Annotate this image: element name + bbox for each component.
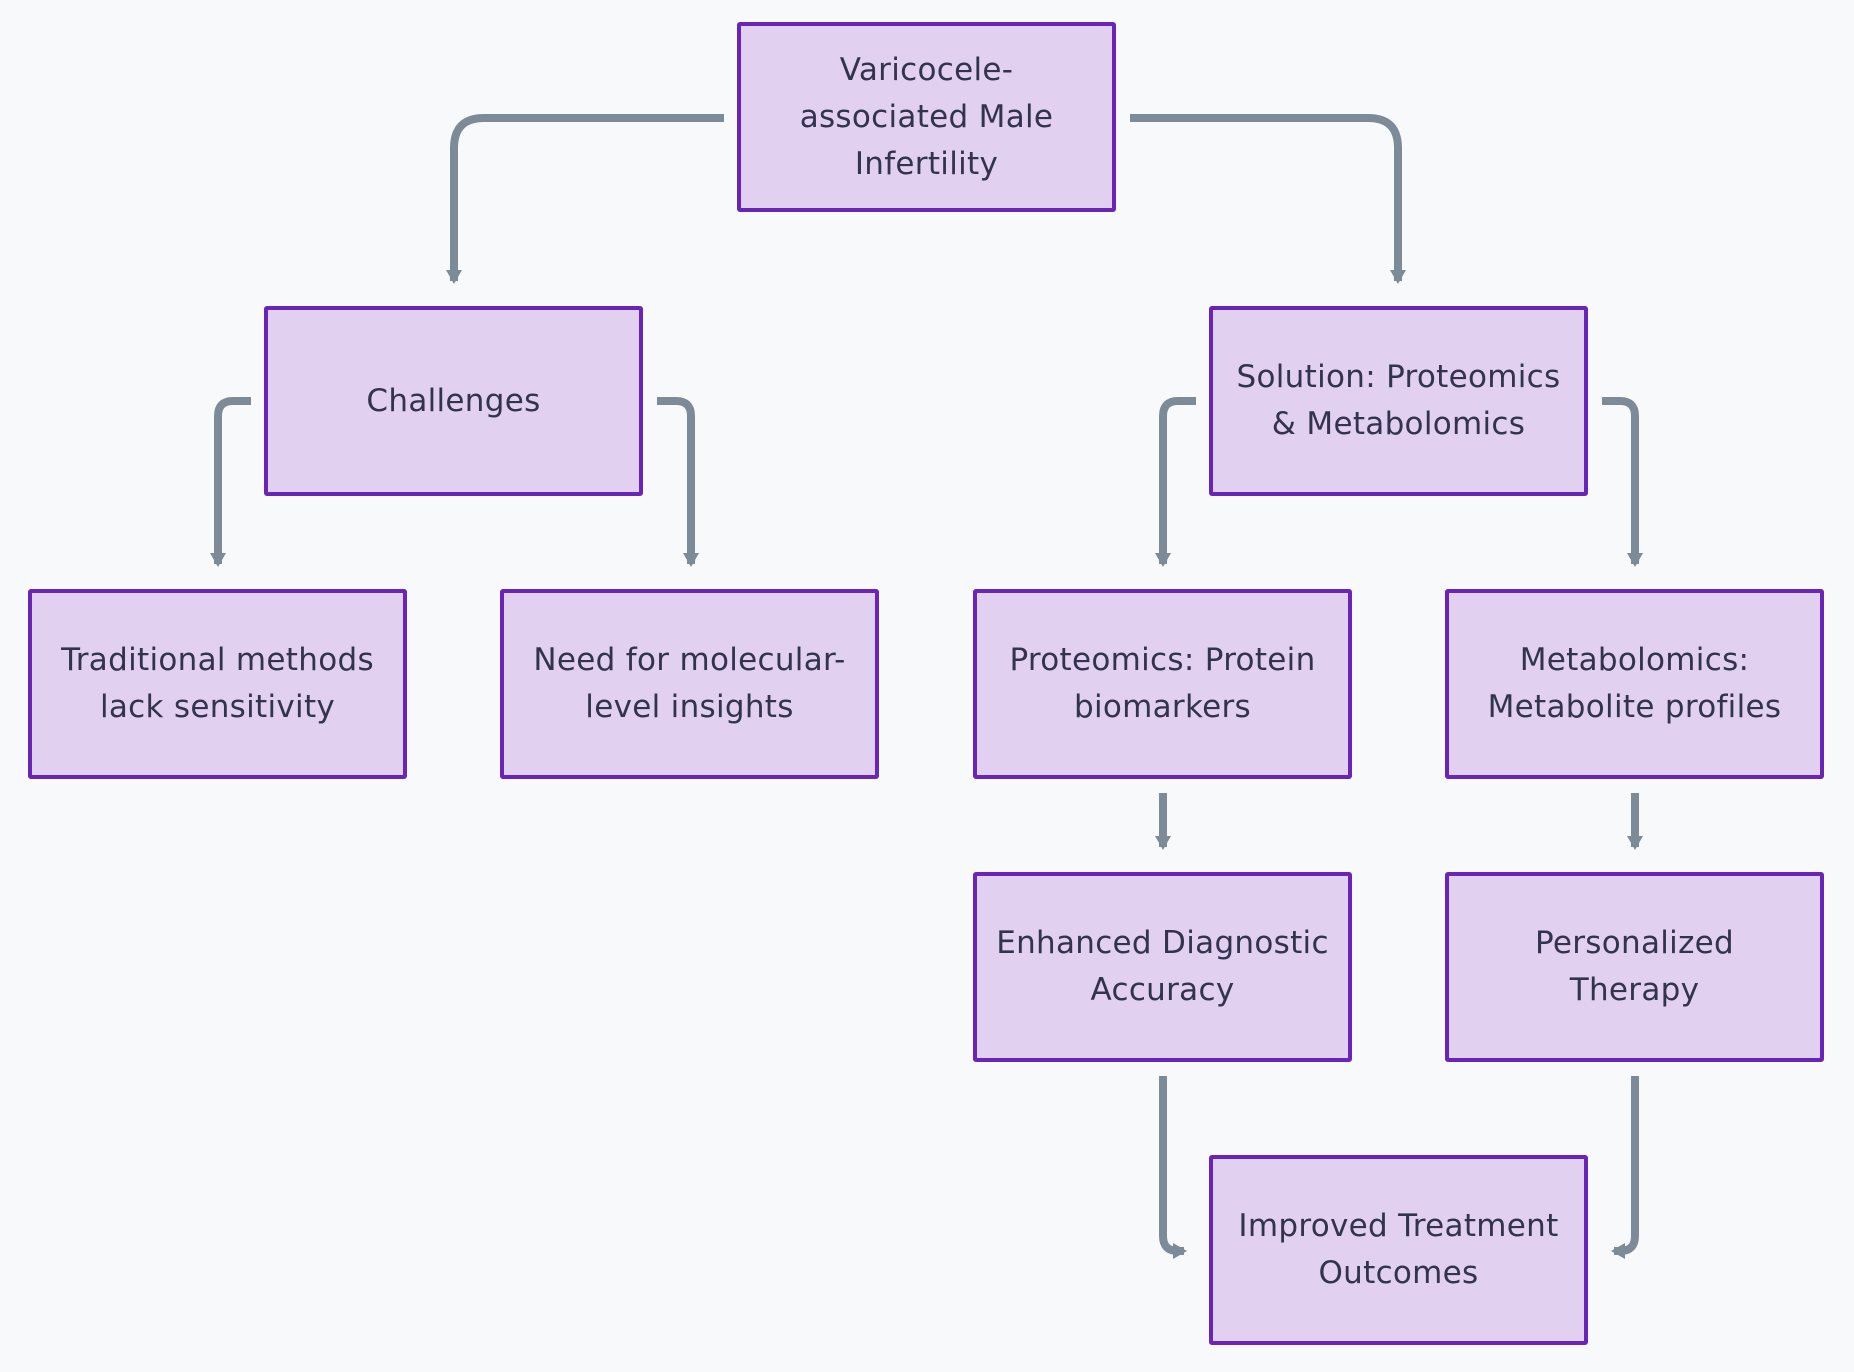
edge-root-to-solution — [1130, 114, 1406, 284]
node-label: Solution: Proteomics & Metabolomics — [1236, 359, 1561, 442]
node-label: Varicocele-associated Male Infertility — [799, 51, 1054, 182]
node-proteomics-biomarkers: Proteomics: Protein biomarkers — [973, 589, 1352, 779]
edge-challenges-to-need — [657, 397, 699, 567]
node-molecular-insights: Need for molecular-level insights — [500, 589, 879, 779]
node-improved-treatment-outcomes: Improved Treatment Outcomes — [1209, 1155, 1588, 1345]
node-label: Enhanced Diagnostic Accuracy — [996, 925, 1329, 1008]
node-metabolomics-profiles: Metabolomics: Metabolite profiles — [1445, 589, 1824, 779]
node-traditional-methods: Traditional methods lack sensitivity — [28, 589, 407, 779]
node-solution-proteomics-metabolomics: Solution: Proteomics & Metabolomics — [1209, 306, 1588, 496]
node-label: Challenges — [366, 382, 541, 419]
node-label: Improved Treatment Outcomes — [1238, 1208, 1559, 1291]
edge-solution-to-proteomics — [1155, 397, 1196, 567]
node-enhanced-diagnostic-accuracy: Enhanced Diagnostic Accuracy — [973, 872, 1352, 1062]
node-label: Personalized Therapy — [1534, 925, 1734, 1008]
node-label: Metabolomics: Metabolite profiles — [1487, 642, 1782, 725]
edge-enhanced-to-improved — [1159, 1076, 1187, 1259]
edge-root-to-challenges — [446, 114, 724, 284]
edge-personalized-to-improved — [1611, 1076, 1639, 1259]
node-personalized-therapy: Personalized Therapy — [1445, 872, 1824, 1062]
node-label: Proteomics: Protein biomarkers — [1009, 642, 1316, 725]
node-label: Traditional methods lack sensitivity — [61, 642, 374, 725]
node-label: Need for molecular-level insights — [533, 642, 846, 725]
node-challenges: Challenges — [264, 306, 643, 496]
edge-solution-to-metabolomics — [1602, 397, 1643, 567]
node-varicocele-male-infertility: Varicocele-associated Male Infertility — [737, 22, 1116, 212]
edge-challenges-to-traditional — [210, 397, 251, 567]
